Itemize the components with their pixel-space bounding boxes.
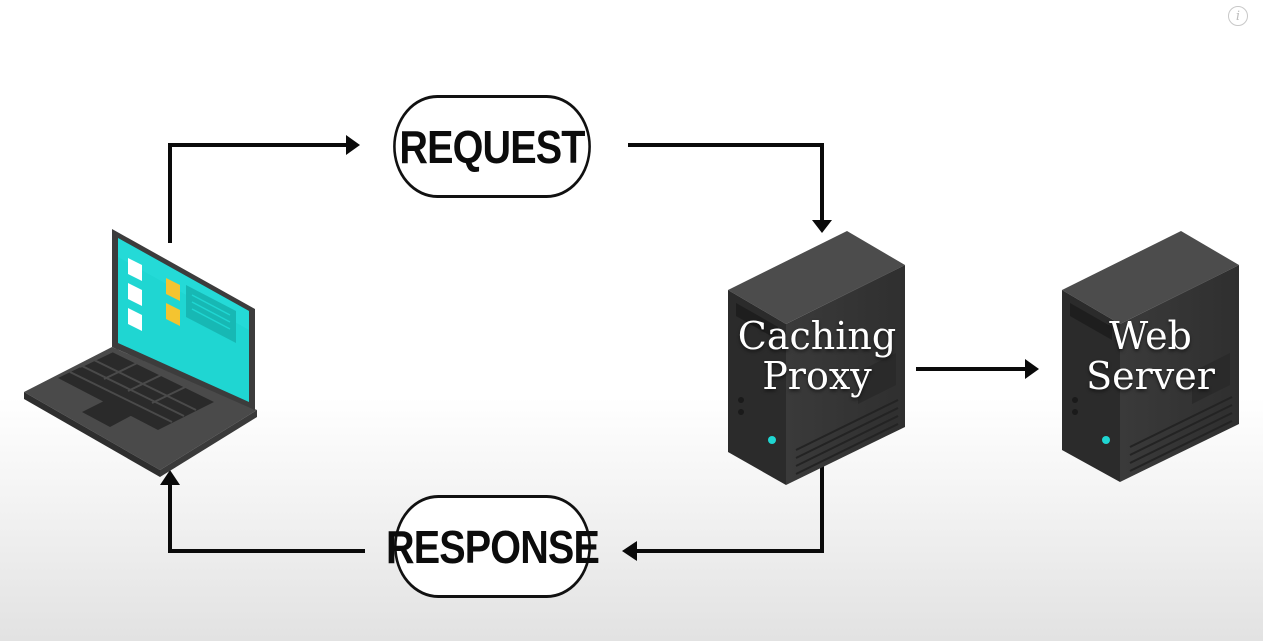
request-arrow-head-1: [346, 135, 360, 155]
request-arrow-head-2: [812, 220, 832, 233]
response-arrow-head-2: [160, 470, 180, 485]
request-arrow-pill-to-proxy: [628, 143, 824, 220]
proxy-to-web-server-arrow-head: [1025, 359, 1039, 379]
web-server-icon: [1062, 231, 1239, 482]
response-arrow-proxy-to-pill: [636, 456, 824, 553]
laptop-icon: [24, 229, 257, 477]
response-label: RESPONSE: [386, 520, 600, 573]
caching-proxy-label: Caching Proxy: [722, 316, 912, 396]
web-server-label: Web Server: [1063, 316, 1238, 396]
info-icon[interactable]: i: [1228, 6, 1248, 26]
response-arrow-pill-to-laptop: [168, 484, 365, 553]
response-label-pill: RESPONSE: [386, 495, 600, 598]
caching-proxy-server-icon: [728, 231, 905, 485]
request-arrow-laptop-to-pill: [168, 143, 348, 243]
response-arrow-head-1: [622, 541, 637, 561]
web-server-label-line1: Web: [1109, 314, 1192, 358]
request-label-pill: REQUEST: [393, 95, 591, 198]
caching-proxy-label-line2: Proxy: [762, 354, 872, 398]
web-server-label-line2: Server: [1086, 354, 1215, 398]
info-glyph: i: [1235, 8, 1241, 24]
request-label: REQUEST: [399, 120, 585, 173]
caching-proxy-label-line1: Caching: [737, 314, 897, 358]
